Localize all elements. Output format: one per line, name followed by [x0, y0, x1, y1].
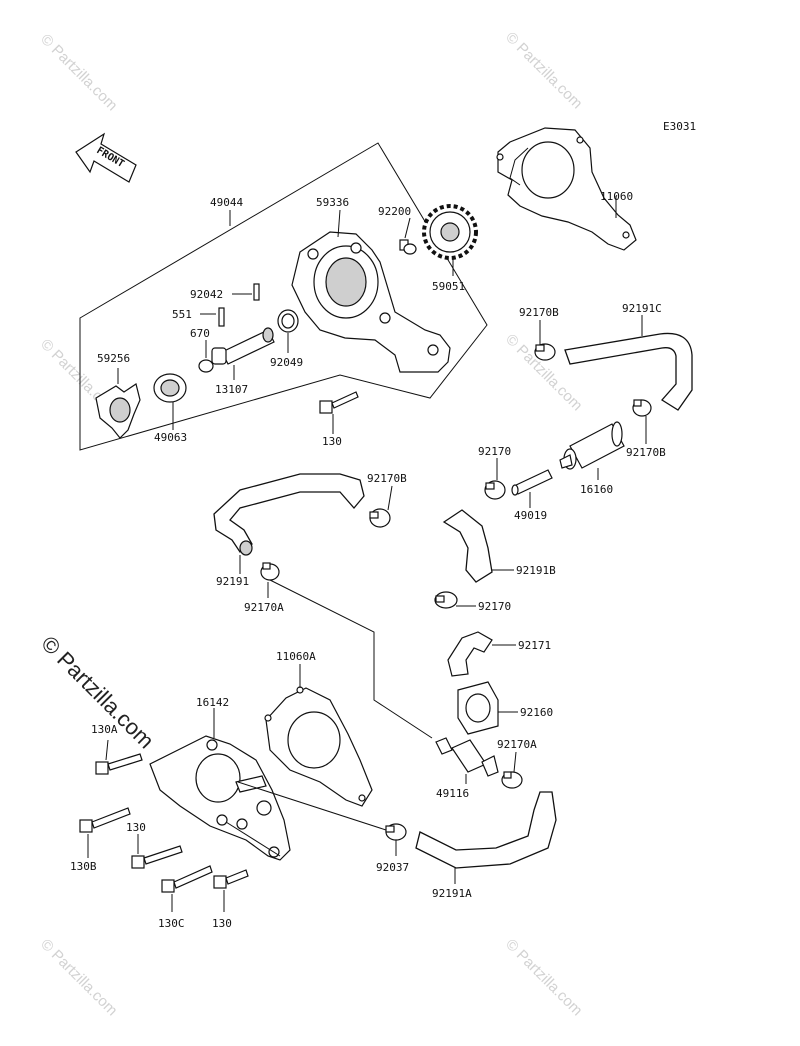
- label-92191b: 92191B: [516, 564, 556, 577]
- clamp-92170b-upper: [534, 343, 556, 361]
- label-92171: 92171: [518, 639, 551, 652]
- label-49019: 49019: [514, 509, 547, 522]
- label-92170b-3: 92170B: [367, 472, 407, 485]
- label-16142: 16142: [196, 696, 229, 709]
- label-11060: 11060: [600, 190, 633, 203]
- label-130b: 130B: [70, 860, 97, 873]
- diagram-code: E3031: [663, 120, 696, 133]
- watermarks: © Partzilla.com © Partzilla.com © Partzi…: [36, 29, 585, 1019]
- label-49044: 49044: [210, 196, 243, 209]
- pump-body-59336: [291, 231, 451, 373]
- bolt-130b: [79, 807, 131, 833]
- label-92200: 92200: [378, 205, 411, 218]
- hose-92191a: [415, 791, 557, 869]
- clamp-92170a-upper: [260, 562, 280, 581]
- label-92191: 92191: [216, 575, 249, 588]
- label-59256: 59256: [97, 352, 130, 365]
- label-551: 551: [172, 308, 192, 321]
- watermark-bottom-left: © Partzilla.com: [37, 936, 120, 1019]
- label-92170-2: 92170: [478, 600, 511, 613]
- bolt-130a: [95, 753, 143, 775]
- hose-92191: [213, 473, 365, 556]
- label-92042: 92042: [190, 288, 223, 301]
- clamp-92170-lower: [434, 591, 458, 609]
- label-49063: 49063: [154, 431, 187, 444]
- pin-92042: [253, 283, 260, 301]
- label-92170a-2: 92170A: [497, 738, 537, 751]
- clamp-92170b-right: [632, 399, 652, 417]
- label-92160: 92160: [520, 706, 553, 719]
- label-130a: 130A: [91, 723, 118, 736]
- ring-670: [198, 359, 214, 373]
- label-92170a-1: 92170A: [244, 601, 284, 614]
- label-92191a: 92191A: [432, 887, 472, 900]
- watermark-top-right: © Partzilla.com: [502, 29, 585, 112]
- pump-cover-16142: [149, 735, 291, 861]
- shaft-13107: [211, 327, 275, 365]
- leader-cover-to-clamp: [237, 781, 387, 831]
- label-11060a: 11060A: [276, 650, 316, 663]
- seal-92049: [277, 309, 299, 333]
- clamp-92037: [385, 823, 407, 841]
- label-92170b-2: 92170B: [626, 446, 666, 459]
- label-130c: 130C: [158, 917, 185, 930]
- pump-assembly-box: [79, 142, 488, 451]
- gear-59051: [422, 204, 478, 260]
- pipe-49019: [511, 469, 553, 496]
- label-130-3: 130: [212, 917, 232, 930]
- cushion-92160: [457, 681, 499, 735]
- gasket-11060: [496, 127, 637, 251]
- bolt-130-lower: [213, 869, 249, 889]
- hose-92191c: [564, 332, 693, 411]
- clamp-92170b-left: [369, 508, 391, 528]
- label-92170-1: 92170: [478, 445, 511, 458]
- gasket-11060a: [264, 686, 373, 807]
- fitting-49116: [435, 737, 499, 777]
- label-670: 670: [190, 327, 210, 340]
- clamp-92170-upper: [484, 480, 506, 500]
- label-49116: 49116: [436, 787, 469, 800]
- label-59336: 59336: [316, 196, 349, 209]
- watermark-top-left: © Partzilla.com: [37, 31, 120, 114]
- label-16160: 16160: [580, 483, 613, 496]
- label-130-2: 130: [126, 821, 146, 834]
- bolt-130c: [161, 865, 213, 893]
- leader-clamp-to-fitting: [269, 579, 433, 739]
- label-92170b-1: 92170B: [519, 306, 559, 319]
- impeller-59256: [95, 383, 141, 439]
- watermark-mid-right: © Partzilla.com: [502, 331, 585, 414]
- leader-cover-bolt: [225, 821, 281, 857]
- clamp-92170a-lower: [501, 771, 523, 789]
- washer-92200: [399, 239, 417, 255]
- label-92049: 92049: [270, 356, 303, 369]
- bolt-130: [319, 391, 359, 414]
- seal-49063: [153, 373, 187, 403]
- label-92037: 92037: [376, 861, 409, 874]
- bracket-92171: [447, 631, 493, 677]
- label-13107: 13107: [215, 383, 248, 396]
- watermark-bottom-right: © Partzilla.com: [502, 936, 585, 1019]
- label-130: 130: [322, 435, 342, 448]
- filter-16160: [559, 421, 625, 470]
- front-arrow-icon: FRONT: [75, 132, 137, 183]
- label-59051: 59051: [432, 280, 465, 293]
- label-92191c: 92191C: [622, 302, 662, 315]
- hose-92191b: [442, 509, 493, 583]
- bolt-130-middle: [131, 845, 183, 869]
- pin-551: [218, 307, 225, 327]
